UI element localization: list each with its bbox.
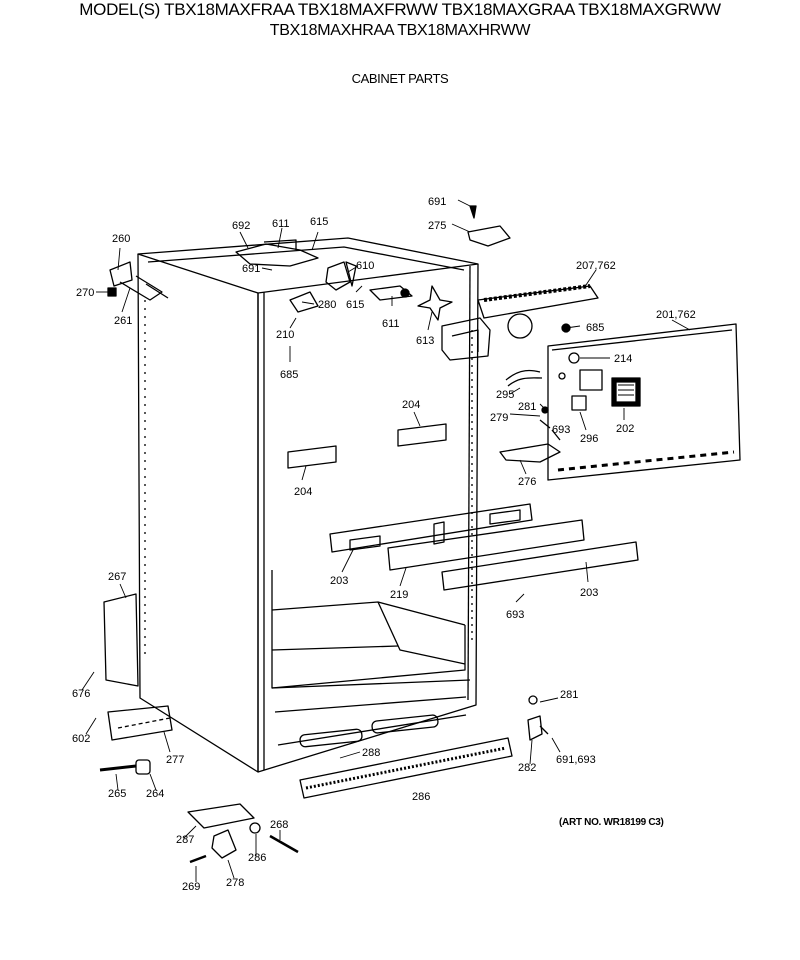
callout-282: 282 [518, 762, 536, 774]
callout-611-a: 611 [272, 218, 290, 230]
bracket-602 [107, 705, 173, 741]
callout-268: 268 [270, 819, 288, 831]
callout-693-a: 693 [552, 424, 570, 436]
callout-280: 280 [318, 299, 336, 311]
callout-288-b: 286 [412, 791, 430, 803]
callout-615-b: 615 [346, 299, 364, 311]
callout-202: 202 [616, 423, 634, 435]
hinge-plates [287, 423, 447, 469]
control-panel [547, 323, 741, 481]
callout-281-b: 281 [560, 689, 578, 701]
top-hardware [235, 205, 599, 361]
callout-295: 295 [496, 389, 514, 401]
callout-261: 261 [114, 315, 132, 327]
callout-267: 267 [108, 571, 126, 583]
callout-691-a: 691 [428, 196, 446, 208]
callout-676: 676 [72, 688, 90, 700]
callout-279: 279 [490, 412, 508, 424]
callout-286: 286 [248, 852, 266, 864]
callout-207-762: 207,762 [576, 260, 616, 272]
wire-harness [505, 369, 561, 441]
cover-267 [103, 593, 139, 687]
callout-610: 610 [356, 260, 374, 272]
bracket-276 [499, 443, 561, 463]
callout-264: 264 [146, 788, 164, 800]
callout-269: 269 [182, 881, 200, 893]
callout-270: 270 [76, 287, 94, 299]
callout-214: 214 [614, 353, 632, 365]
callout-219: 219 [390, 589, 408, 601]
callout-691-693: 691,693 [556, 754, 596, 766]
callout-613: 613 [416, 335, 434, 347]
callout-685-a: 685 [280, 369, 298, 381]
callout-693-b: 693 [506, 609, 524, 621]
left-hardware [107, 261, 169, 301]
callout-275: 275 [428, 220, 446, 232]
cabinet-shell [137, 237, 479, 773]
callout-287: 287 [176, 834, 194, 846]
section-title: CABINET PARTS [351, 71, 449, 86]
callout-691-b: 691 [242, 263, 260, 275]
callout-278: 278 [226, 877, 244, 889]
callout-602: 602 [72, 733, 90, 745]
callout-labels: 691 275 692 611 615 691 610 615 611 613 … [72, 196, 696, 893]
callout-203-a: 203 [330, 575, 348, 587]
rails [329, 503, 639, 591]
model-list-line-1: MODEL(S) TBX18MAXFRAA TBX18MAXFRWW TBX18… [79, 0, 721, 19]
callout-265: 265 [108, 788, 126, 800]
leader-lines [81, 199, 691, 882]
callout-276: 276 [518, 476, 536, 488]
art-number: (ART NO. WR18199 C3) [559, 817, 664, 828]
callout-210: 210 [276, 329, 294, 341]
callout-281-a: 281 [518, 401, 536, 413]
callout-203-b: 203 [580, 587, 598, 599]
callout-611-b: 611 [382, 318, 400, 330]
callout-201-762: 201,762 [656, 309, 696, 321]
callout-204-b: 204 [294, 486, 312, 498]
callout-277: 277 [166, 754, 184, 766]
callout-692: 692 [232, 220, 250, 232]
callout-685-b: 685 [586, 322, 604, 334]
callout-260: 260 [112, 233, 130, 245]
callout-296: 296 [580, 433, 598, 445]
callout-615-a: 615 [310, 216, 328, 228]
model-list-line-2: TBX18MAXHRAA TBX18MAXHRWW [269, 22, 531, 39]
callout-204-a: 204 [402, 399, 420, 411]
bottom-hardware [99, 695, 549, 864]
callout-288-a: 288 [362, 747, 380, 759]
kickplate-288 [299, 737, 513, 799]
